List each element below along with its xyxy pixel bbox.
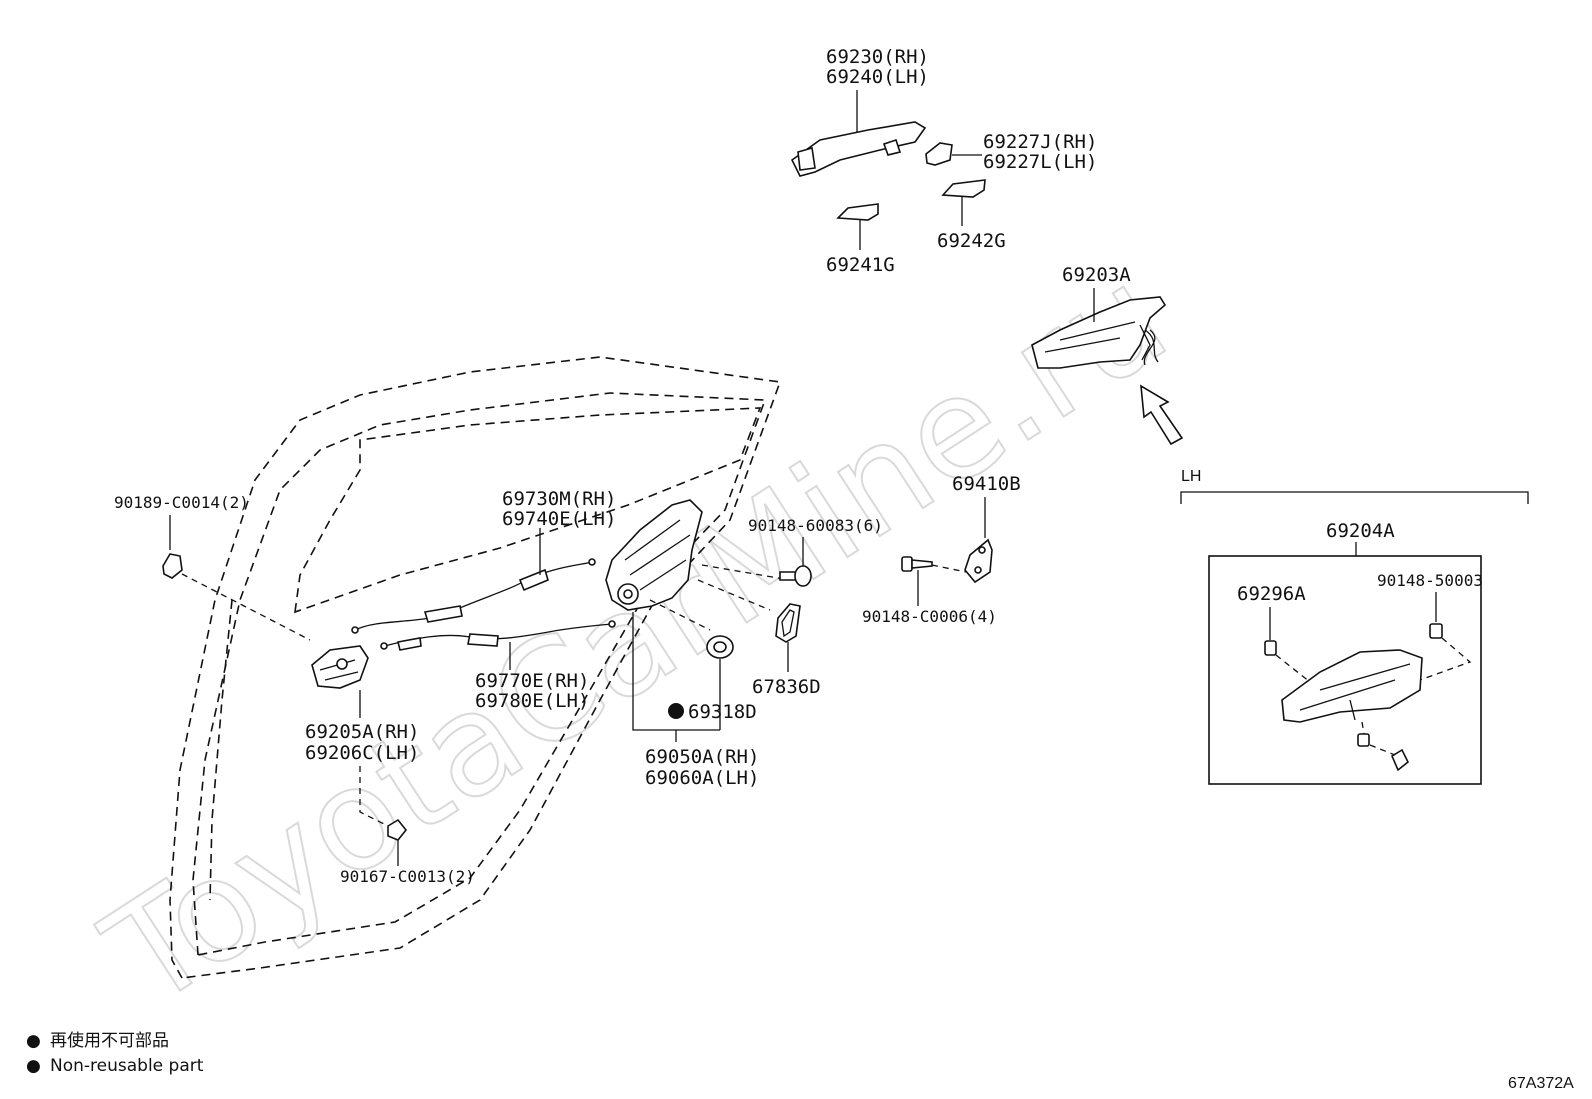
label-bolt-69296a: 69296A — [1237, 583, 1306, 605]
screw-90167-part — [387, 818, 408, 841]
label-inside-handle-rh: 69205A(RH) — [305, 721, 419, 743]
door-outline — [169, 356, 782, 979]
legend-marker-1: ● — [26, 1031, 41, 1051]
outside-handle-part — [790, 121, 927, 177]
legend-marker-2: ● — [26, 1056, 41, 1076]
frame-assy-box — [1208, 555, 1482, 785]
screw-90148-c0006-part — [901, 556, 933, 572]
lh-frame-part — [1281, 649, 1423, 772]
label-screw-90148-60083: 90148-60083(6) — [748, 516, 883, 535]
cable-lower-part — [380, 620, 616, 651]
label-cable-upper-rh: 69730M(RH) — [502, 488, 616, 510]
label-handle-cap-rh: 69227J(RH) — [983, 131, 1097, 153]
label-outside-handle-lh: 69240(LH) — [826, 66, 929, 88]
legend-text-en: Non-reusable part — [50, 1056, 204, 1076]
label-cable-lower-rh: 69770E(RH) — [475, 670, 589, 692]
label-cable-lower-lh: 69780E(LH) — [475, 690, 589, 712]
gasket-part — [775, 603, 801, 643]
pad-69241g-part — [836, 203, 879, 221]
seal-nonreusable-marker — [668, 703, 684, 719]
label-screw-90148-50003: 90148-50003 — [1377, 571, 1483, 590]
seal-part — [706, 635, 734, 659]
label-lock-assy-rh: 69050A(RH) — [645, 746, 759, 768]
label-cable-upper-lh: 69740E(LH) — [502, 508, 616, 530]
legend-text-jp: 再使用不可部品 — [50, 1030, 169, 1051]
label-lock-assy-lh: 69060A(LH) — [645, 767, 759, 789]
label-screw-90148-c0006: 90148-C0006(4) — [862, 607, 997, 626]
lock-bracket — [632, 612, 720, 742]
door-lock-assy-part — [605, 499, 703, 611]
group-label-lh: LH — [1181, 468, 1201, 485]
screw-90148-60083-part — [779, 565, 812, 587]
legend: ● 再使用不可部品 ● Non-reusable part — [26, 1030, 204, 1076]
striker-part — [964, 538, 993, 584]
label-screw-90167: 90167-C0013(2) — [340, 867, 475, 886]
label-pad-69242g: 69242G — [937, 230, 1006, 252]
handle-cap-part — [925, 142, 953, 166]
label-outside-handle-rh: 69230(RH) — [826, 46, 929, 68]
inside-handle-part — [311, 645, 369, 689]
cable-upper-part — [351, 558, 596, 634]
label-inside-handle-lh: 69206C(LH) — [305, 742, 419, 764]
label-pad-69241g: 69241G — [826, 254, 895, 276]
group-bracket — [1180, 491, 1529, 504]
label-handle-frame: 69203A — [1062, 264, 1131, 286]
pad-69242g-part — [941, 179, 986, 198]
view-arrow-icon — [1140, 384, 1184, 446]
bolt-69296a-part — [1264, 640, 1277, 656]
clip-90189-part — [162, 553, 183, 579]
label-seal: 69318D — [688, 701, 757, 723]
label-clip-90189: 90189-C0014(2) — [114, 493, 249, 512]
watermark: ToyotaCarMine.ru — [79, 236, 1194, 1039]
label-gasket: 67836D — [752, 676, 821, 698]
screw-90148-50003-part — [1429, 623, 1443, 639]
handle-frame-part — [1031, 296, 1167, 369]
label-handle-cap-lh: 69227L(LH) — [983, 151, 1097, 173]
label-frame-assy-lh: 69204A — [1326, 520, 1395, 542]
label-striker: 69410B — [952, 473, 1021, 495]
diagram-code: 67A372A — [1508, 1075, 1574, 1092]
